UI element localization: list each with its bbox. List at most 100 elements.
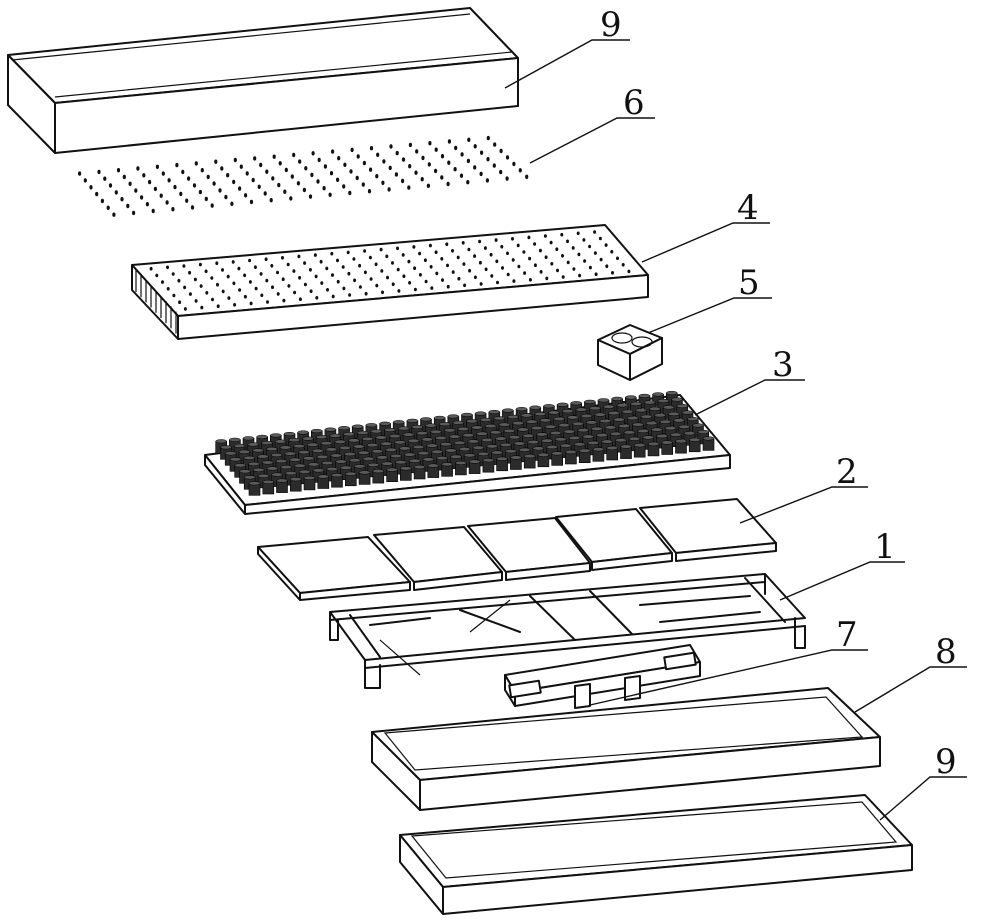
cup-rim — [365, 423, 378, 428]
cup-rim — [316, 454, 329, 459]
callout-cup-tray: 3 — [694, 345, 805, 416]
needle-dot — [78, 171, 82, 176]
plate-hole — [441, 278, 444, 282]
needle-dot — [106, 205, 110, 210]
needle-dot — [145, 202, 149, 207]
plate-hole — [413, 287, 417, 292]
needle-dot — [317, 157, 321, 163]
plate-hole — [353, 278, 357, 283]
plate-hole — [194, 299, 198, 303]
plate-hole — [413, 266, 417, 271]
panel-2 — [373, 526, 503, 591]
cup-rim — [243, 455, 255, 460]
needle-dot — [185, 198, 189, 203]
plate-hole — [560, 232, 564, 237]
cup-rim — [484, 423, 497, 429]
needle-dot — [361, 182, 365, 187]
cup-rim — [565, 449, 577, 455]
cup-rim — [479, 417, 492, 422]
plate-hole — [407, 259, 411, 264]
cup-rim — [345, 471, 357, 476]
needle-dot — [434, 147, 438, 152]
plate-hole — [266, 300, 269, 304]
cup-rim — [416, 431, 429, 436]
plate-hole — [221, 268, 224, 272]
needle-dot — [337, 156, 341, 161]
plate-hole — [555, 247, 559, 251]
needle-dot — [459, 173, 464, 178]
plate-hole — [286, 262, 290, 267]
plate-hole — [346, 250, 350, 255]
cup-rim — [546, 445, 558, 450]
plate-hole — [386, 275, 389, 280]
plate-hole — [298, 297, 302, 302]
needle-dot — [408, 142, 412, 148]
cup-rim — [303, 475, 316, 480]
needle-dot — [486, 157, 490, 162]
plate-hole — [260, 293, 264, 298]
cup-rim — [549, 430, 562, 436]
plate-hole — [506, 251, 509, 256]
cup-rim — [683, 431, 696, 436]
cup-rim — [467, 439, 480, 444]
plate-hole — [402, 274, 406, 279]
needle-dot — [369, 167, 373, 172]
plate-hole — [293, 290, 297, 295]
cup-rim — [266, 446, 278, 452]
needle-dot — [446, 181, 450, 187]
cup-rim — [649, 406, 661, 411]
plate-hole — [494, 238, 498, 242]
plate-hole — [182, 264, 186, 268]
plate-hole — [484, 267, 488, 272]
needle-dot — [401, 178, 405, 184]
plate-hole — [566, 260, 570, 265]
cup-rim — [486, 444, 498, 449]
callout-label: 6 — [623, 83, 645, 123]
plate-hole — [374, 262, 378, 267]
plate-hole — [221, 289, 225, 294]
cup-rim — [270, 433, 282, 438]
cup-rim — [601, 439, 613, 444]
cup-rim — [357, 450, 370, 455]
cup-rim — [275, 459, 288, 464]
callout-label: 7 — [836, 615, 858, 655]
needle-dot — [381, 180, 385, 185]
cup-rim — [380, 441, 392, 446]
cup-rim — [435, 435, 447, 441]
needle-dot — [453, 167, 457, 172]
needle-dot — [134, 188, 138, 193]
cup-rim — [582, 434, 594, 439]
callout-label: 1 — [874, 527, 896, 567]
needle-dot — [263, 191, 267, 196]
cup-rim — [615, 438, 627, 443]
needle-dot — [316, 179, 320, 184]
needle-array — [78, 135, 529, 217]
plate-hole — [440, 257, 444, 261]
cup-rim — [257, 473, 270, 478]
cup-rim — [344, 452, 356, 457]
needle-dot — [355, 175, 359, 181]
cup-rim — [386, 467, 398, 472]
needle-dot — [89, 185, 93, 190]
needle-dot — [323, 164, 327, 169]
cup-rim — [531, 426, 543, 431]
plate-hole — [303, 261, 307, 265]
plate-hole — [303, 282, 307, 287]
needle-dot — [173, 184, 177, 190]
needle-dot — [269, 198, 273, 203]
plate-hole — [204, 269, 208, 274]
cup-rim — [372, 469, 385, 474]
plate-hole — [549, 240, 553, 245]
plate-hole — [593, 230, 597, 234]
cup-rim — [326, 467, 338, 472]
cup-grid — [215, 390, 715, 496]
callout-label: 5 — [738, 263, 760, 303]
needle-dot — [466, 180, 470, 185]
plate-hole — [379, 247, 383, 252]
needle-dot — [336, 177, 340, 182]
plate-hole — [183, 285, 187, 290]
cup-rim — [488, 409, 501, 415]
plate-hole — [149, 266, 153, 271]
cup-rim — [523, 454, 536, 459]
cup-rim — [616, 403, 629, 408]
